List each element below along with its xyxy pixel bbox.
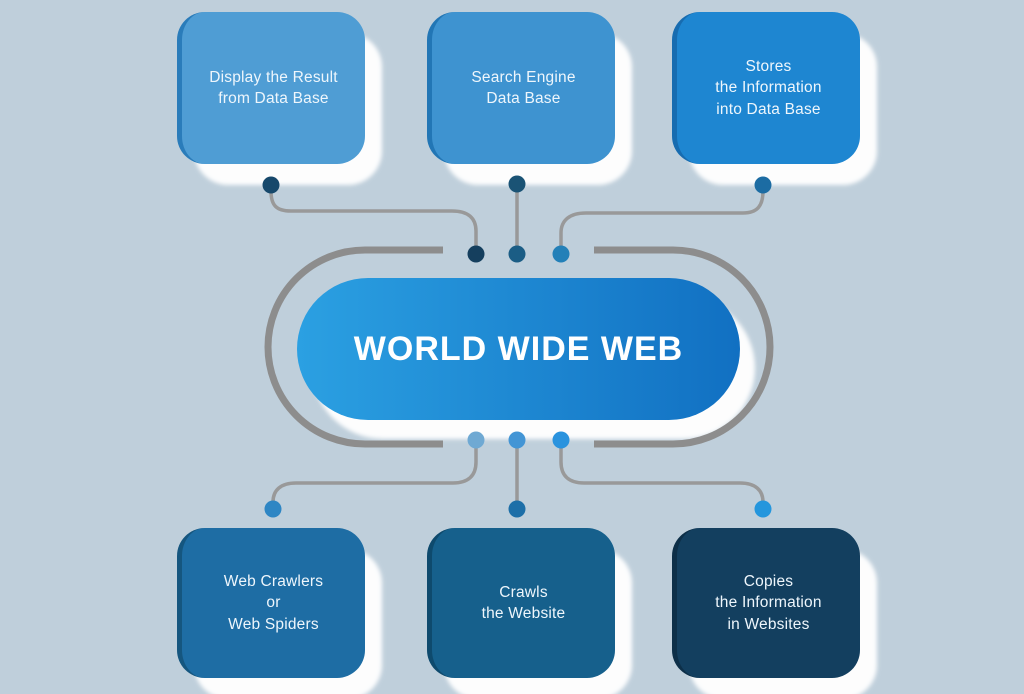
node-web-crawlers: Web Crawlers or Web Spiders [177,528,382,694]
connector-dot [508,431,526,449]
node-face: Search Engine Data Base [427,12,615,164]
connector-dot [467,431,485,449]
node-copies-information: Copies the Information in Websites [672,528,877,694]
connector-dot [754,500,772,518]
connector-dot [508,245,526,263]
node-face: Crawls the Website [427,528,615,678]
node-face: Stores the Information into Data Base [672,12,860,164]
node-label: Search Engine Data Base [471,68,576,107]
connector-dot [508,500,526,518]
world-wide-web-label: WORLD WIDE WEB [353,329,684,368]
node-face: Copies the Information in Websites [672,528,860,678]
node-face: Display the Result from Data Base [177,12,365,164]
connector-dot [552,245,570,263]
node-label: Stores the Information into Data Base [715,57,822,118]
world-wide-web-pill: WORLD WIDE WEB [297,278,740,420]
node-label: Display the Result from Data Base [209,68,338,107]
wire-bottom-left [271,447,478,503]
node-label: Crawls the Website [481,583,566,622]
connector-dot [264,500,282,518]
connector-dot [552,431,570,449]
node-face: Web Crawlers or Web Spiders [177,528,365,678]
connector-dot [262,176,280,194]
node-label: Copies the Information in Websites [715,572,822,633]
connector-dot [467,245,485,263]
connector-dot [508,175,526,193]
wire-bottom-right [559,447,765,503]
wire-top-right [559,190,765,247]
node-stores-information: Stores the Information into Data Base [672,12,877,185]
wire-top-left [269,190,478,247]
node-display-result: Display the Result from Data Base [177,12,382,185]
node-label: Web Crawlers or Web Spiders [223,572,324,633]
node-crawls-website: Crawls the Website [427,528,632,694]
node-search-engine-database: Search Engine Data Base [427,12,632,185]
connector-dot [754,176,772,194]
